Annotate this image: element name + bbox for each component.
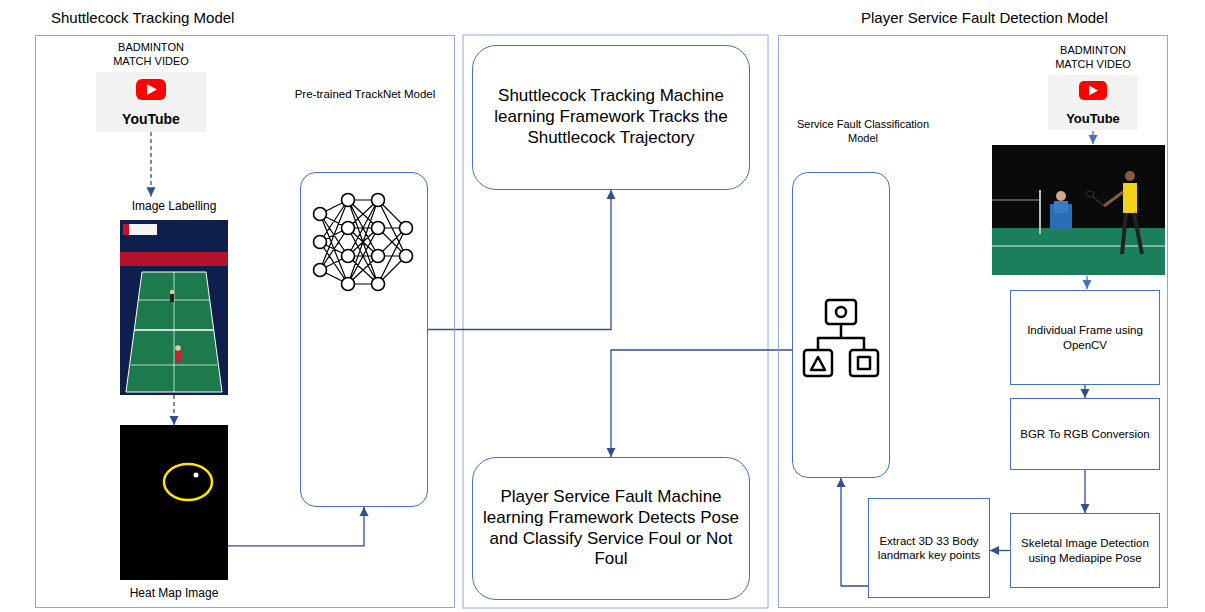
panel: Player Service Fault Detection ModelServ… <box>778 35 1168 608</box>
process-box: Extract 3D 33 Body landmark key points <box>868 498 990 598</box>
model-box: Service Fault Classification Model <box>792 172 890 478</box>
image-caption: Image Labelling <box>100 199 248 214</box>
logo-text: YouTube <box>1048 111 1138 127</box>
model-box: Pre-trained TrackNet Model <box>300 172 428 507</box>
flow-connector <box>173 395 174 425</box>
process-box: Skeletal Image Detection using Mediapipe… <box>1010 513 1160 588</box>
video-source: BADMINTON MATCH VIDEOYouTube <box>96 72 206 132</box>
process-text: Skeletal Image Detection using Mediapipe… <box>1019 536 1151 564</box>
panel: Shuttlecock Tracking ModelBADMINTON MATC… <box>35 35 455 608</box>
flow-connector <box>841 478 868 586</box>
process-box: BGR To RGB Conversion <box>1010 398 1160 470</box>
source-label: BADMINTON MATCH VIDEO <box>106 41 196 68</box>
middle-panel <box>463 35 768 608</box>
panel-title: Player Service Fault Detection Model <box>861 9 1161 27</box>
flow-connector <box>1084 470 1085 513</box>
process-text: Individual Frame using OpenCV <box>1019 323 1151 351</box>
video-source: BADMINTON MATCH VIDEOYouTube <box>1048 75 1138 130</box>
box-body: Skeletal Image Detection using Mediapipe… <box>1011 514 1159 587</box>
model-title: Service Fault Classification Model <box>781 118 945 145</box>
framework-text: Player Service Fault Machine learning Fr… <box>481 487 741 570</box>
framework-box: Shuttlecock Tracking Machine learning Fr… <box>472 45 750 190</box>
logo-text: YouTube <box>96 111 206 128</box>
framework-box: Player Service Fault Machine learning Fr… <box>472 457 750 600</box>
flow-connector <box>611 350 792 457</box>
flow-arrow <box>1086 276 1087 289</box>
framework-text: Shuttlecock Tracking Machine learning Fr… <box>481 86 741 148</box>
flow-connector <box>150 132 151 196</box>
classification-icon <box>804 300 878 376</box>
heat-map: Heat Map Image <box>120 425 228 580</box>
flow-arrow <box>1092 131 1093 144</box>
box-body: Individual Frame using OpenCV <box>1011 291 1159 384</box>
box-body: Shuttlecock Tracking Machine learning Fr… <box>473 46 749 189</box>
court-screenshot <box>120 220 228 395</box>
labelled-frame: Image Labelling <box>120 220 228 395</box>
process-text: BGR To RGB Conversion <box>1020 427 1150 441</box>
process-box: Individual Frame using OpenCV <box>1010 290 1160 385</box>
match-frame <box>992 145 1165 275</box>
box-body: Extract 3D 33 Body landmark key points <box>869 499 989 597</box>
panel-title: Shuttlecock Tracking Model <box>51 9 351 27</box>
flow-connector <box>1084 385 1085 398</box>
flow-connector <box>228 507 364 546</box>
youtube-logo <box>1048 75 1138 130</box>
image-caption: Heat Map Image <box>100 586 248 601</box>
process-text: Extract 3D 33 Body landmark key points <box>877 534 981 562</box>
model-title: Pre-trained TrackNet Model <box>281 87 449 101</box>
box-body: Player Service Fault Machine learning Fr… <box>473 458 749 599</box>
source-label: BADMINTON MATCH VIDEO <box>1048 44 1138 71</box>
flow-connector <box>990 550 1010 551</box>
youtube-logo <box>96 72 206 132</box>
neural-network-icon <box>314 194 413 291</box>
heat-map-image <box>120 425 228 580</box>
flow-connector <box>428 190 611 330</box>
box-body: BGR To RGB Conversion <box>1011 399 1159 469</box>
